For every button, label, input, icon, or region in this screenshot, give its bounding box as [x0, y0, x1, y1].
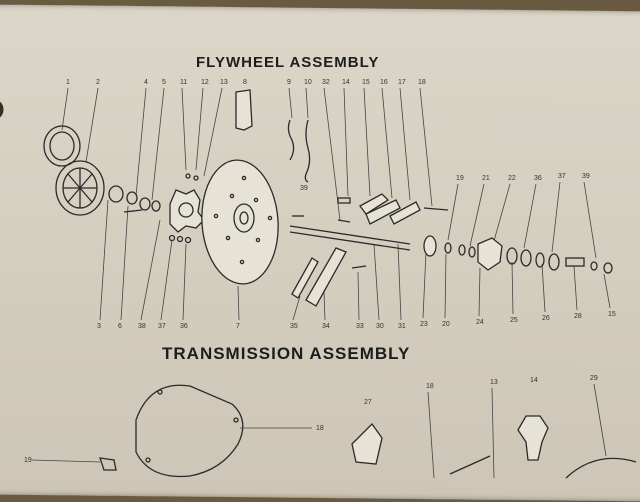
link-arm	[287, 119, 295, 161]
spring-coil	[565, 257, 585, 267]
part-number: 18	[426, 383, 434, 390]
pin	[123, 209, 143, 213]
part-number: 15	[608, 311, 616, 318]
part-number: 32	[322, 79, 330, 86]
part-number: 38	[138, 323, 146, 330]
part-number: 21	[482, 175, 490, 182]
bolt	[99, 457, 117, 471]
part-number: 14	[342, 79, 350, 86]
rod	[449, 455, 491, 475]
part-number: 33	[356, 323, 364, 330]
washer	[151, 200, 161, 212]
part-number: 37	[158, 323, 166, 330]
top-part-numbers: 1 2 4 5 11 12 13 8 9 10 32 14 15 16 17 1…	[66, 79, 590, 192]
part-number: 23	[420, 321, 428, 328]
part-number: 7	[236, 323, 240, 330]
part-number: 5	[162, 79, 166, 86]
bracket-15	[359, 193, 390, 215]
part-number: 22	[508, 175, 516, 182]
main-shaft	[289, 225, 411, 245]
seal-ring-inner	[49, 131, 75, 161]
part-number: 10	[304, 79, 312, 86]
plate-35	[291, 257, 319, 299]
bracket	[235, 89, 253, 131]
washer	[139, 197, 151, 211]
part-number: 27	[364, 399, 372, 406]
part-number: 11	[180, 79, 187, 86]
housing	[477, 237, 503, 271]
plate-34	[305, 247, 347, 307]
part-number: 13	[490, 379, 498, 386]
washer	[108, 185, 124, 203]
part-number: 25	[510, 317, 518, 324]
part-number: 39	[582, 173, 590, 180]
part-number: 24	[476, 319, 484, 326]
part-number: 15	[362, 79, 370, 86]
spring-link	[304, 119, 311, 183]
part-number: 18	[316, 425, 324, 432]
part-number: 30	[376, 323, 384, 330]
part-number: 17	[398, 79, 406, 86]
bracket-16	[365, 199, 401, 225]
part-number: 4	[144, 79, 148, 86]
bottom-part-numbers: 3 6 38 37 36 7 35 34 33 30 31 23 20 24 2…	[97, 311, 616, 330]
part-number: 14	[530, 377, 538, 384]
exploded-diagram: 1 2 4 5 11 12 13 8 9 10 32 14 15 16 17 1…	[24, 79, 637, 479]
part-number: 35	[290, 323, 298, 330]
part-number: 12	[201, 79, 209, 86]
flywheel-disc	[201, 159, 279, 285]
part-number: 1	[66, 79, 70, 86]
part-number: 18	[418, 79, 426, 86]
bearing	[506, 247, 518, 265]
part-number: 13	[220, 79, 228, 86]
part-number: 9	[287, 79, 291, 86]
cover-plate	[135, 384, 244, 478]
part-number: 31	[398, 323, 406, 330]
part-number: 34	[322, 323, 330, 330]
part-number: 26	[542, 315, 550, 322]
shift-fork	[517, 415, 549, 461]
part-number: 2	[96, 79, 100, 86]
transmission-assembly-title: TRANSMISSION ASSEMBLY	[162, 344, 411, 363]
part-number: 28	[574, 313, 582, 320]
part-number: 6	[118, 323, 122, 330]
seal-ring	[43, 125, 81, 167]
flywheel-parts	[43, 89, 613, 307]
part-number: 36	[534, 175, 542, 182]
part-number: 36	[180, 323, 188, 330]
part-number: 16	[380, 79, 388, 86]
gear	[423, 235, 437, 257]
part-number: 39	[300, 185, 308, 192]
large-gear	[565, 457, 637, 479]
part-number: 37	[558, 173, 566, 180]
block	[337, 197, 351, 204]
spoked-wheel	[55, 160, 105, 216]
transmission-parts: 18 19 27 18 13 14 29	[24, 375, 637, 479]
washer	[126, 191, 138, 205]
part-number: 19	[24, 457, 32, 464]
part-number: 3	[97, 323, 101, 330]
gear-hub	[169, 189, 205, 233]
part-number: 8	[243, 79, 247, 86]
leader-lines	[61, 87, 611, 321]
flywheel-assembly-title: FLYWHEEL ASSEMBLY	[196, 54, 380, 71]
bracket-17	[389, 201, 421, 225]
part-number: 29	[590, 375, 598, 382]
lever	[351, 422, 383, 465]
part-number: 19	[456, 175, 464, 182]
part-number: 20	[442, 321, 450, 328]
